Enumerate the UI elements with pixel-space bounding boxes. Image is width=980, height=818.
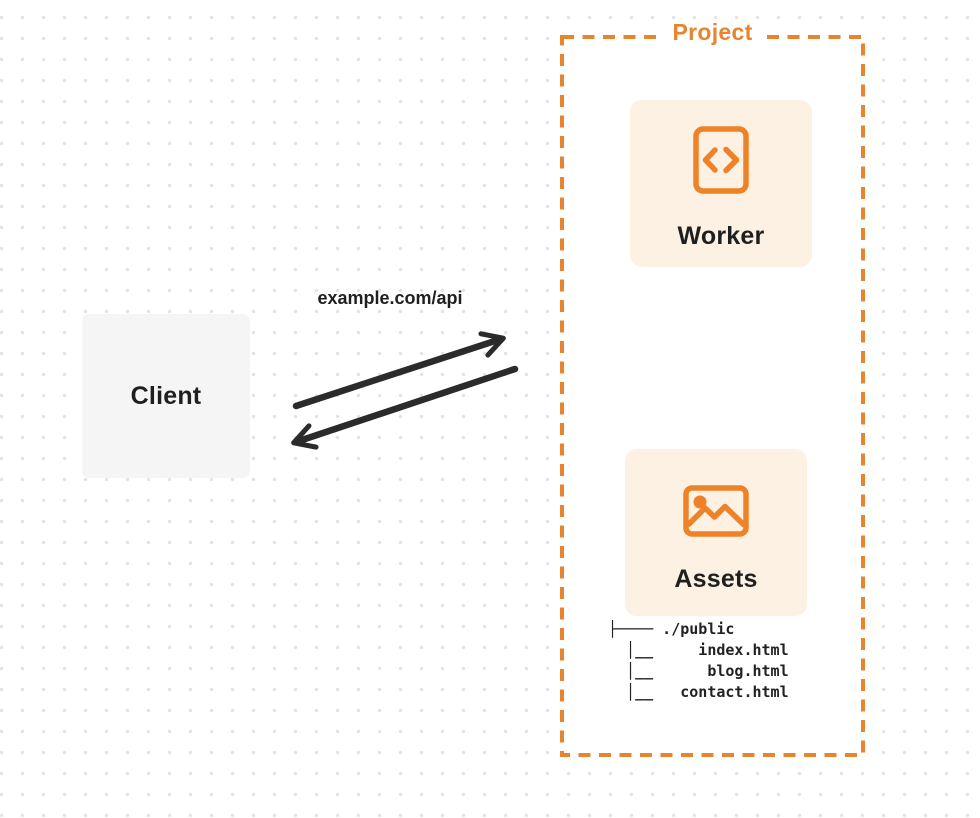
image-icon	[683, 485, 749, 537]
assets-label: Assets	[674, 565, 758, 593]
public-file-tree: ├──── ./public │__ index.html │__ blog.h…	[608, 620, 789, 701]
client-node: Client	[82, 314, 250, 478]
assets-node: Assets	[625, 449, 807, 616]
client-label: Client	[130, 381, 202, 410]
code-document-icon	[693, 126, 749, 194]
request-arrow	[292, 331, 506, 410]
request-url-label: example.com/api	[317, 288, 463, 308]
request-response-arrows	[291, 331, 519, 450]
response-arrow	[291, 365, 519, 450]
project-container: Project Worker Assets ├──── ./public │__…	[560, 19, 865, 757]
worker-label: Worker	[677, 222, 765, 250]
project-label: Project	[663, 19, 762, 46]
worker-node: Worker	[630, 100, 812, 267]
